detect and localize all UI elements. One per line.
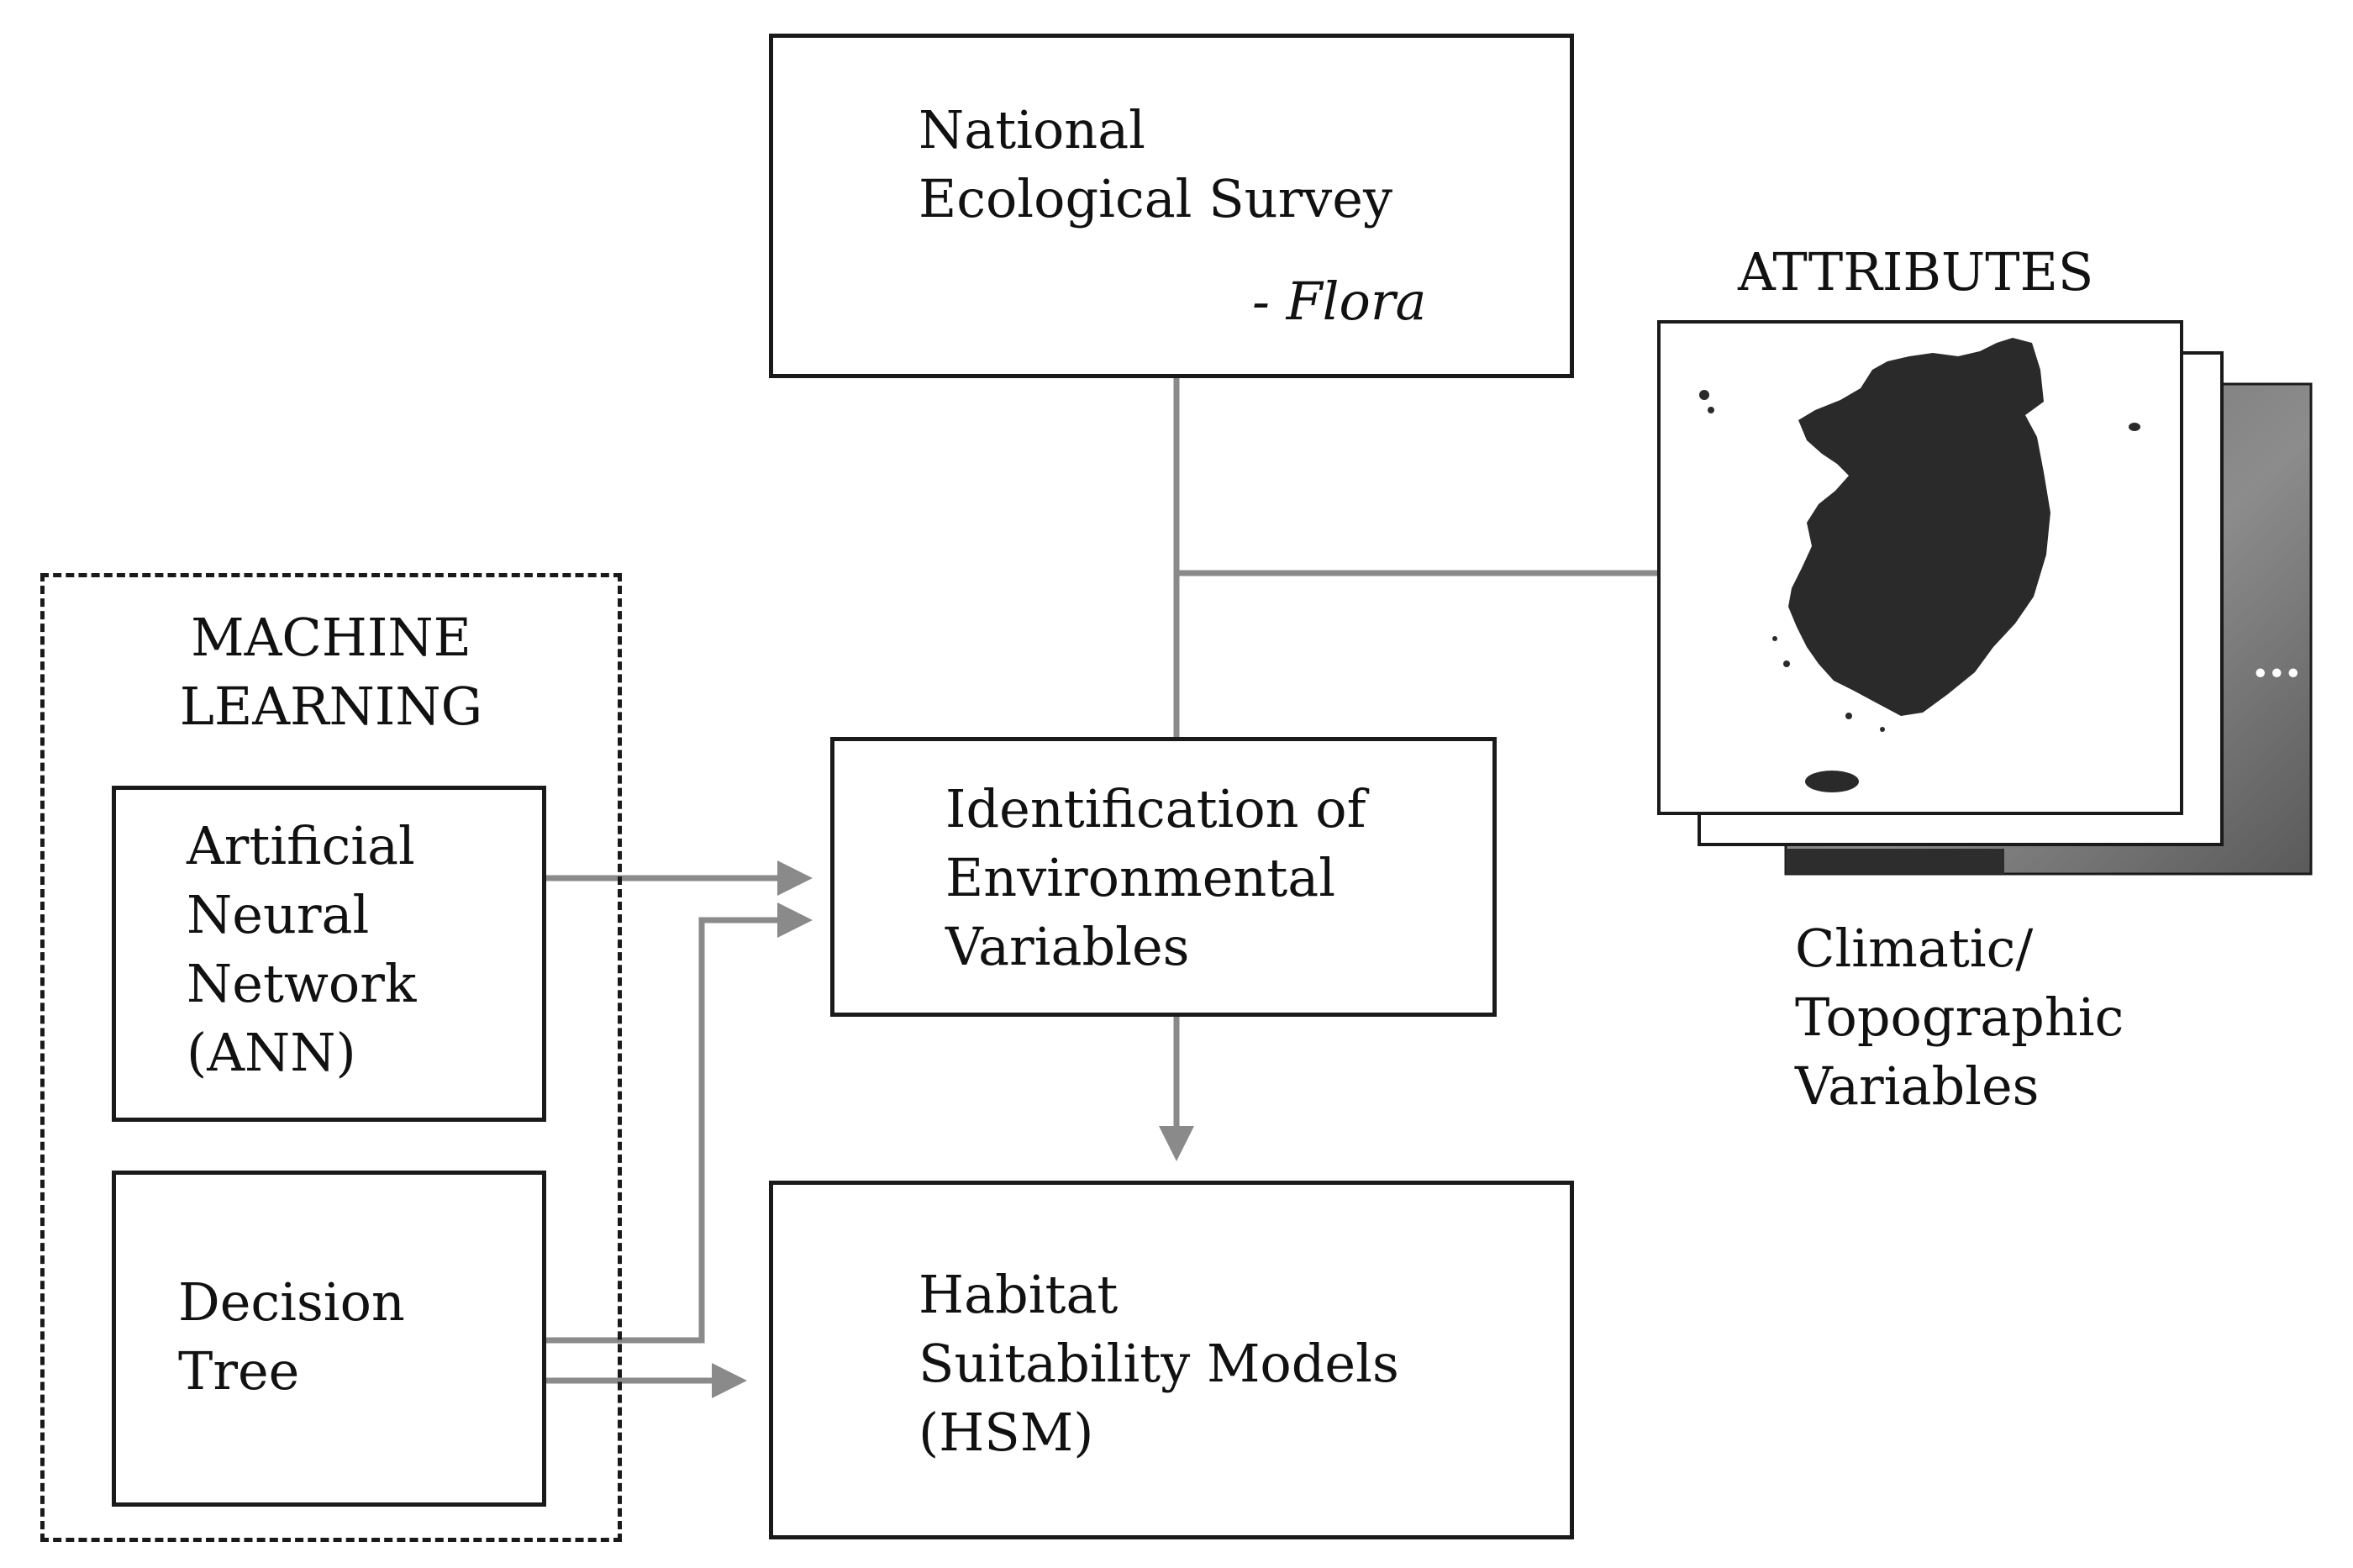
identification-label-line1: Identification of [945,778,1366,839]
ann-label: Artificial Neural Network (ANN) [187,812,416,1087]
machine-learning-group [40,573,622,1542]
hsm-label-line3: (HSM) [919,1402,1094,1463]
ann-label-line2: Neural [187,884,370,945]
machine-learning-label-line1: MACHINE [191,607,471,668]
attribute-ellipsis: ... [2252,633,2302,688]
hsm-label: Habitat Suitability Models (HSM) [919,1260,1399,1467]
identification-label-line2: Environmental [945,847,1336,908]
national-ecological-survey-box [769,34,1574,378]
ann-label-line1: Artificial [187,815,415,876]
hsm-label-line1: Habitat [919,1264,1119,1325]
decision-tree-label-line1: Decision [178,1271,405,1333]
ann-label-line3: Network [187,953,417,1014]
arrow-tree-to-identification [546,902,813,1344]
identification-label-line3: Variables [945,916,1190,977]
ann-label-line4: (ANN) [187,1022,356,1083]
attributes-caption-line1: Climatic/ [1795,918,2034,979]
survey-label-line2: Ecological Survey [919,168,1392,229]
survey-label-line1: National [919,99,1146,160]
survey-subtitle-flora: - Flora [1252,271,1427,332]
hsm-box [769,1181,1574,1539]
attributes-title: ATTRIBUTES [1738,241,2094,303]
decision-tree-box [112,1171,546,1507]
decision-tree-label: Decision Tree [178,1268,405,1406]
attributes-caption-line3: Variables [1795,1055,2040,1117]
identification-box [830,737,1497,1017]
decision-tree-label-line2: Tree [178,1340,300,1402]
ann-box [112,786,546,1122]
attributes-caption-line2: Topographic [1795,987,2124,1048]
attributes-caption: Climatic/ Topographic Variables [1795,914,2124,1121]
hsm-label-line2: Suitability Models [919,1333,1399,1394]
machine-learning-label: MACHINE LEARNING [40,603,622,741]
machine-learning-label-line2: LEARNING [179,676,483,737]
survey-label: National Ecological Survey [919,96,1392,234]
identification-label: Identification of Environmental Variable… [945,775,1366,981]
